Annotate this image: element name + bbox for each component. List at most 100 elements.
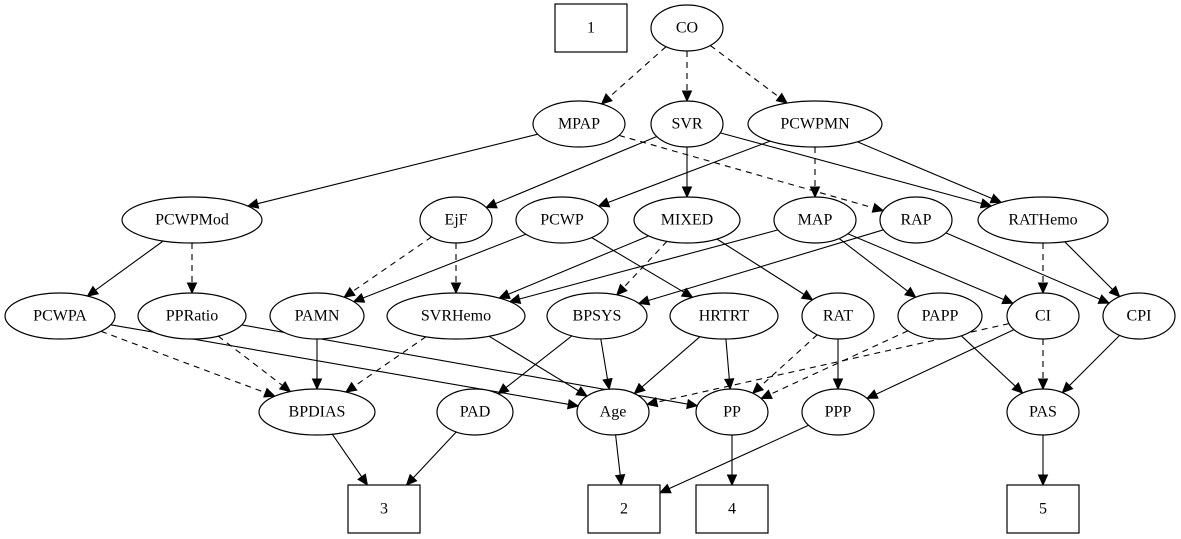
edge-pcwpa-to-bpdias [100, 330, 276, 398]
edge-line [257, 133, 538, 205]
edge-rat-to-ppp [832, 339, 844, 391]
edge-line [847, 233, 1004, 301]
arrowhead-icon [658, 483, 672, 494]
node-label: HRTRT [699, 308, 750, 325]
edge-line [648, 229, 884, 302]
node-label: CI [1035, 308, 1051, 325]
node-map: MAP [773, 196, 857, 244]
edge-line [362, 233, 527, 299]
edge-ppratio-to-bpdias [217, 335, 292, 393]
edge-rathemo-to-ci [1037, 243, 1049, 295]
arrowhead-icon [800, 289, 814, 301]
arrowhead-icon [751, 382, 765, 395]
arrowhead-icon [760, 389, 773, 400]
node-label: CPI [1127, 308, 1152, 325]
node-label: MPAP [558, 116, 600, 133]
node-label: PCWPMod [155, 212, 229, 229]
node-svrhemo: SVRHemo [386, 292, 526, 340]
edge-co-to-pcwpmn [709, 45, 789, 104]
edge-line [720, 132, 982, 205]
arrowhead-icon [450, 282, 462, 295]
node-hrtrt: HRTRT [669, 292, 779, 340]
node-label: BPDIAS [289, 404, 346, 421]
edge-bpsys-to-pad [497, 335, 573, 395]
node-pcwpmn: PCWPMN [747, 100, 883, 148]
arrowhead-icon [263, 387, 276, 398]
edge-pcwp-to-pamn [352, 233, 527, 303]
node-ellipse [4, 292, 116, 340]
node-label: PAD [460, 404, 491, 421]
node-label: PAMN [295, 308, 340, 325]
edge-pcwp-to-hrtrt [591, 237, 694, 298]
node-box [695, 484, 769, 534]
arrowhead-icon [681, 186, 693, 199]
node-mixed: MIXED [633, 196, 741, 244]
edge-line [331, 433, 363, 478]
arrowhead-icon [726, 474, 738, 487]
node-svr: SVR [650, 100, 724, 148]
node-5: 5 [1006, 484, 1080, 534]
node-label: SVRHemo [421, 308, 491, 325]
node-ellipse [650, 100, 724, 148]
node-ellipse [532, 100, 626, 148]
edge-line [352, 236, 432, 293]
arrowhead-icon [602, 377, 613, 391]
arrowhead-icon [405, 473, 418, 486]
edge-map-to-svrhemo [508, 229, 779, 305]
edge-line [508, 235, 649, 295]
arrowhead-icon [614, 474, 626, 487]
node-4: 4 [695, 484, 769, 534]
arrowhead-icon [575, 386, 589, 397]
node-ellipse [897, 292, 983, 340]
edge-line [100, 330, 266, 394]
edge-ci-to-ppp [865, 329, 1015, 399]
node-ellipse [419, 196, 493, 244]
node-ellipse [269, 292, 365, 340]
edge-svr-to-rathemo [720, 132, 993, 209]
edge-svr-to-ejf [485, 135, 658, 209]
edge-bpsys-to-age [600, 338, 613, 391]
edges-layer [86, 45, 1121, 494]
edge-co-to-mpap [600, 46, 667, 105]
node-1: 1 [554, 3, 628, 53]
edge-svr-to-mixed [681, 147, 693, 199]
edge-mixed-to-bpsys [615, 240, 668, 296]
edge-cpi-to-pas [1061, 335, 1120, 394]
node-ci: CI [1006, 292, 1080, 340]
edge-line [607, 140, 771, 204]
arrowhead-icon [278, 380, 292, 393]
node-ellipse [576, 388, 650, 436]
edge-line [412, 431, 457, 479]
node-ellipse [1006, 388, 1080, 436]
edge-ppp-to-2 [658, 424, 809, 494]
node-ellipse [747, 100, 883, 148]
node-pcwpa: PCWPA [4, 292, 116, 340]
edge-line [495, 135, 658, 205]
edge-line [641, 336, 701, 388]
node-ellipse [121, 196, 263, 244]
arrowhead-icon [497, 383, 510, 395]
arrowhead-icon [615, 283, 628, 296]
node-ellipse [1102, 292, 1176, 340]
edge-line [95, 240, 164, 291]
node-pcwpmod: PCWPMod [121, 196, 263, 244]
edge-line [960, 335, 1016, 387]
edge-hrtrt-to-age [633, 336, 701, 395]
edge-map-to-papp [838, 238, 917, 299]
node-ellipse [258, 388, 376, 436]
node-ellipse [879, 196, 953, 244]
node-ellipse [650, 4, 724, 52]
node-ellipse [977, 196, 1109, 244]
edge-line [615, 434, 621, 476]
node-pas: PAS [1006, 388, 1080, 436]
arrowhead-icon [311, 378, 323, 391]
node-label: MIXED [661, 212, 713, 229]
edge-svrhemo-to-bpdias [344, 336, 427, 393]
arrowhead-icon [508, 293, 522, 305]
arrowhead-icon [832, 378, 844, 391]
arrowhead-icon [1061, 381, 1074, 394]
edge-line [770, 330, 909, 395]
node-ellipse [773, 196, 857, 244]
node-label: CO [676, 20, 698, 37]
node-box [1006, 484, 1080, 534]
